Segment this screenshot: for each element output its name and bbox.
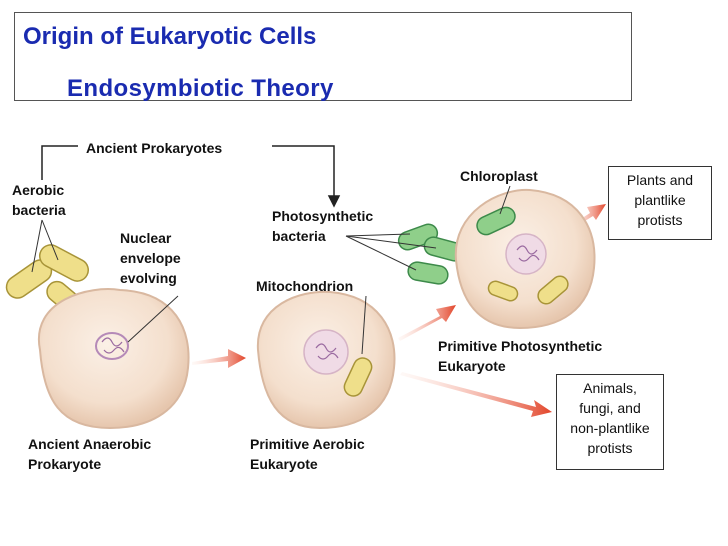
title-box: Origin of Eukaryotic Cells Endosymbiotic… (14, 12, 632, 102)
photosynthetic-bacterium (407, 261, 449, 285)
label-line: Photosynthetic (272, 208, 374, 224)
prokaryotes-bracket (41, 145, 341, 208)
label-ancient-anaerobic-prokaryote: Ancient Anaerobic Prokaryote (28, 434, 151, 474)
photosynthetic-eukaryote-cell (454, 185, 596, 330)
outcome-box-plants: Plants and plantlike protists (608, 166, 712, 240)
outcome-line: non-plantlike (570, 420, 650, 436)
page-subtitle: Endosymbiotic Theory (67, 75, 334, 102)
mitochondrion (343, 357, 373, 397)
label-primitive-aerobic-eukaryote: Primitive Aerobic Eukaryote (250, 434, 365, 474)
label-line: envelope (120, 250, 181, 266)
mitochondrion (487, 280, 519, 302)
label-line: Primitive Photosynthetic (438, 338, 603, 354)
label-mitochondrion: Mitochondrion (256, 278, 354, 294)
stage-arrows (192, 204, 606, 417)
label-chloroplast: Chloroplast (460, 168, 538, 184)
label-nuclear-envelope: Nuclear envelope evolving (120, 228, 181, 288)
label-line: Ancient Anaerobic (28, 436, 152, 452)
arrow-to-animals (400, 372, 552, 417)
page-title: Origin of Eukaryotic Cells (23, 23, 317, 50)
photosynthetic-bacterium (397, 223, 439, 251)
label-line: Aerobic (12, 182, 65, 198)
aerobic-bacterium (39, 244, 89, 282)
outcome-line: protists (587, 440, 633, 456)
label-ancient-prokaryotes: Ancient Prokaryotes (86, 140, 223, 156)
label-primitive-photosynthetic-eukaryote: Primitive Photosynthetic Eukaryote (438, 336, 602, 376)
aerobic-eukaryote-cell (256, 290, 396, 430)
mitochondrion (537, 275, 569, 305)
label-line: bacteria (272, 228, 326, 244)
arrow-aerobic-to-photosynthetic (398, 305, 456, 341)
outcome-line: Plants and (626, 172, 694, 188)
photosynthetic-bacteria-group (345, 223, 465, 285)
label-line: Eukaryote (438, 358, 506, 374)
nucleus (505, 233, 547, 275)
dna-region (95, 332, 129, 360)
outcome-line: protists (637, 212, 683, 228)
label-line: evolving (120, 270, 177, 286)
label-line: Eukaryote (250, 456, 318, 472)
label-line: Primitive Aerobic (250, 436, 365, 452)
label-photosynthetic-bacteria: Photosynthetic bacteria (272, 206, 373, 246)
label-line: bacteria (12, 202, 66, 218)
label-line: Nuclear (120, 230, 172, 246)
outcome-line: Animals, (583, 380, 637, 396)
arrow-anaerobic-to-aerobic (192, 349, 246, 368)
chloroplast (476, 206, 516, 236)
outcome-line: plantlike (634, 192, 686, 208)
label-aerobic-bacteria: Aerobic bacteria (12, 180, 66, 220)
nucleus (303, 329, 349, 375)
anaerobic-prokaryote-cell (37, 288, 190, 430)
outcome-line: fungi, and (579, 400, 641, 416)
outcome-box-animals: Animals, fungi, and non-plantlike protis… (556, 374, 664, 470)
label-line: Prokaryote (28, 456, 102, 472)
